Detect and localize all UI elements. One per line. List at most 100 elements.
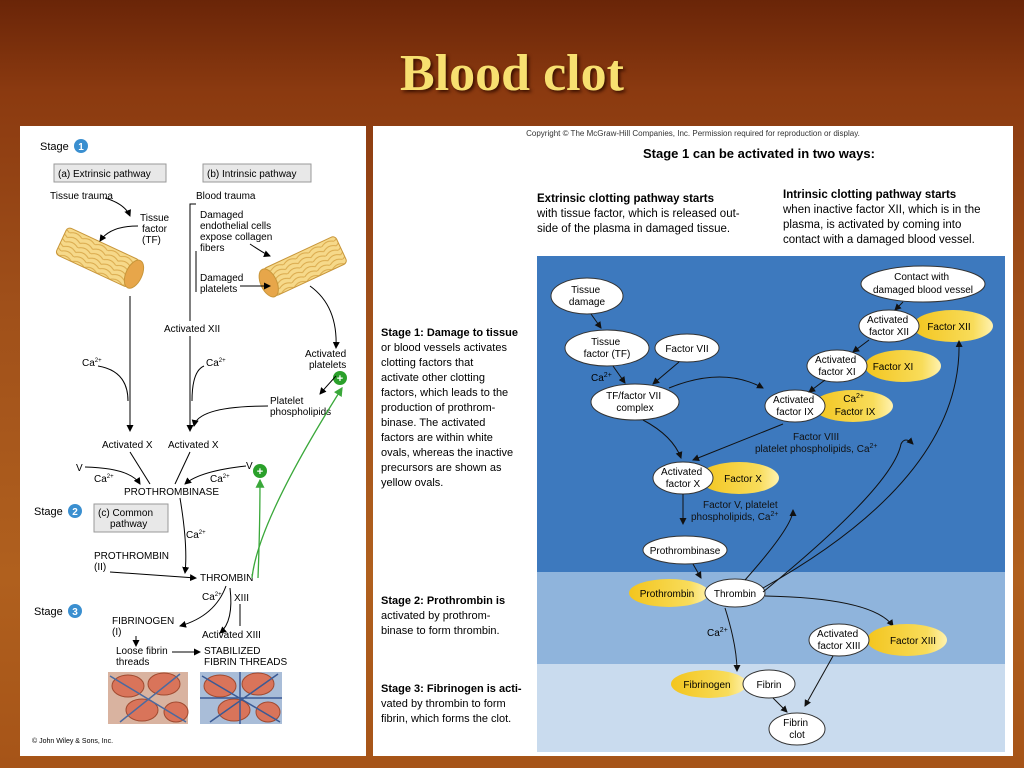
factor-xii-label: Factor XII xyxy=(927,322,970,333)
slide-title: Blood clot xyxy=(400,45,624,102)
activated-platelets: Activated platelets xyxy=(305,349,349,371)
activated-xii: Activated XII xyxy=(164,324,220,335)
factor-v-text: Factor V, platelet phospholipids, Ca2+ xyxy=(691,500,780,523)
thrombin-label: Thrombin xyxy=(714,589,756,600)
tf-vii-complex-label: TF/factor VII complex xyxy=(606,391,664,414)
fibrinogen: FIBRINOGEN (I) xyxy=(112,616,177,638)
thrombin-node xyxy=(704,578,766,608)
activated-factor-xiii-label: Activated factor XIII xyxy=(817,629,861,652)
activated-factor-x-label: Activated factor X xyxy=(661,467,705,490)
extrinsic-box xyxy=(53,163,167,183)
damaged-platelets-label: Damaged platelets xyxy=(200,273,246,295)
ca-thrombin: Ca2+ xyxy=(202,592,222,603)
credit: © John Wiley & Sons, Inc. xyxy=(32,737,113,745)
stage1-num: 1 xyxy=(78,142,84,153)
stage1-description: Stage 1: Damage to tissue or blood vesse… xyxy=(381,327,521,489)
stage3-label: Stage xyxy=(34,606,63,618)
extrinsic-description: Extrinsic clotting pathway starts with t… xyxy=(536,193,743,235)
extrinsic-box-label: (a) Extrinsic pathway xyxy=(58,169,151,180)
thrombin: THROMBIN xyxy=(200,573,253,584)
fibrin-clot-node xyxy=(768,712,826,746)
stage1-badge xyxy=(74,139,88,153)
copyright: Copyright © The McGraw-Hill Companies, I… xyxy=(526,129,860,138)
factor-xi-label: Factor XI xyxy=(873,362,914,373)
platelet-phospholipids: Platelet phospholipids xyxy=(270,396,331,418)
factor-xii-node xyxy=(913,310,993,342)
activated-factor-xiii-node xyxy=(808,623,870,657)
extrinsic-intrinsic-figure: Stage 1 (a) Extrinsic pathway (b) Intrin… xyxy=(20,126,366,756)
factor-xiii-node xyxy=(867,624,947,656)
ca-pro-2: Ca2+ xyxy=(210,474,230,485)
prothrombinase: PROTHROMBINASE xyxy=(124,487,219,498)
fibrin-clot-label: Fibrin clot xyxy=(783,718,811,741)
tissue-factor-label: Tissue factor (TF) xyxy=(140,213,172,246)
svg-text:+: + xyxy=(337,373,343,385)
ca-pro-1: Ca2+ xyxy=(94,474,114,485)
contact-label: Contact with damaged blood vessel xyxy=(873,272,973,296)
factor-x-node xyxy=(699,462,779,494)
activated-factor-xi-node xyxy=(806,349,868,383)
blood-trauma: Blood trauma xyxy=(196,191,256,202)
activated-x-2: Activated X xyxy=(168,440,219,451)
ca-left-2: Ca2+ xyxy=(206,358,226,369)
activated-xiii: Activated XIII xyxy=(202,630,261,641)
prothrombinase-node xyxy=(642,535,728,565)
ca-left-1: Ca2+ xyxy=(82,358,102,369)
activated-factor-xii-label: Activated factor XII xyxy=(867,315,911,338)
feedback-arrow-platelets xyxy=(251,386,343,579)
tf-vii-complex-node xyxy=(590,383,680,421)
xiii: XIII xyxy=(234,593,249,604)
factor-xiii-label: Factor XIII xyxy=(890,636,936,647)
tissue-damage-node xyxy=(550,277,624,315)
clotting-stages-figure: Copyright © The McGraw-Hill Companies, I… xyxy=(373,126,1013,756)
damaged-cells-label: Damaged endothelial cells expose collage… xyxy=(200,210,275,254)
factor-vii-node xyxy=(654,333,720,363)
stabilized-fibrin-illustration xyxy=(200,672,282,724)
stage2-badge xyxy=(68,504,82,518)
tissue-damage-label: Tissue damage xyxy=(569,285,606,308)
ca-label-2: Ca2+ xyxy=(707,627,728,639)
prothrombinase-label: Prothrombinase xyxy=(650,546,721,557)
plus-badge-1 xyxy=(333,371,347,385)
v-1: V xyxy=(76,463,83,474)
common-pathway-box xyxy=(93,503,169,533)
right-diagram: Copyright © The McGraw-Hill Companies, I… xyxy=(381,129,1005,752)
activated-factor-xi-label: Activated factor XI xyxy=(815,355,859,378)
tissue-trauma: Tissue trauma xyxy=(50,191,113,202)
feedback-arrow-v xyxy=(255,478,265,579)
stage1-label: Stage xyxy=(40,141,69,153)
contact-node xyxy=(860,265,986,303)
stage2-label: Stage xyxy=(34,506,63,518)
fibrinogen-node xyxy=(671,670,747,698)
intrinsic-description: Intrinsic clotting pathway starts when i… xyxy=(782,189,984,246)
prothrombin-label: Prothrombin xyxy=(640,589,694,600)
common-pathway-label: (c) Common pathway xyxy=(98,508,156,530)
left-diagram: Stage 1 (a) Extrinsic pathway (b) Intrin… xyxy=(32,139,349,745)
stage3-description: Stage 3: Fibrinogen is acti- vated by th… xyxy=(381,683,525,725)
activated-factor-xii-node xyxy=(858,309,920,343)
factor-ix-node xyxy=(813,390,893,422)
factor-vii-label: Factor VII xyxy=(665,344,708,355)
fibrinogen-label: Fibrinogen xyxy=(683,680,730,691)
tissue-factor-label: Tissue factor (TF) xyxy=(584,337,631,360)
stage1-heading: Stage 1 can be activated in two ways: xyxy=(643,146,875,161)
vessel-left-illustration xyxy=(55,227,145,289)
factor-viii-text: Factor VIII platelet phospholipids, Ca2+ xyxy=(755,432,878,455)
intrinsic-box xyxy=(202,163,312,183)
loose-fibrin: Loose fibrin threads xyxy=(116,646,170,668)
svg-text:3: 3 xyxy=(72,607,78,618)
factor-x-label: Factor X xyxy=(724,474,762,485)
activated-factor-ix-node xyxy=(764,389,826,423)
prothrombin-node xyxy=(629,579,709,607)
stabilized-fibrin: STABILIZED FIBRIN THREADS xyxy=(204,646,287,668)
intrinsic-box-label: (b) Intrinsic pathway xyxy=(207,169,296,180)
stage2-description: Stage 2: Prothrombin is activated by pro… xyxy=(381,595,508,637)
loose-fibrin-illustration xyxy=(108,672,189,724)
plus-badge-2 xyxy=(253,464,267,478)
activated-x-1: Activated X xyxy=(102,440,153,451)
factor-xi-node xyxy=(865,350,941,382)
fibrin-label: Fibrin xyxy=(756,680,781,691)
vessel-right-illustration xyxy=(258,236,347,298)
fibrin-node xyxy=(742,669,796,699)
ca-stage2: Ca2+ xyxy=(186,530,206,541)
